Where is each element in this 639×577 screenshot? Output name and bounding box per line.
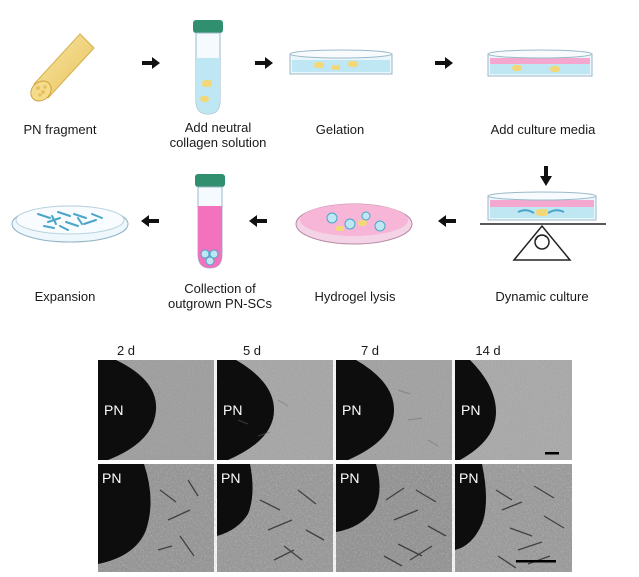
expansion-dish-icon <box>11 205 129 243</box>
dynamic-culture-rocker-icon <box>480 191 606 261</box>
step-label-add-culture-media: Add culture media <box>490 122 596 137</box>
arrow-right-icon <box>255 57 273 69</box>
step-label-collection: Collection of outgrown PN-SCs <box>167 281 273 311</box>
step-label-hydrogel-lysis: Hydrogel lysis <box>314 289 396 304</box>
collagen-tube-icon <box>193 20 223 115</box>
micrograph-grid <box>98 360 572 572</box>
arrow-left-icon <box>141 215 159 227</box>
arrow-left-icon <box>438 215 456 227</box>
pn-label: PN <box>459 470 479 486</box>
timepoint-label-7d: 7 d <box>360 343 380 358</box>
arrow-left-icon <box>249 215 267 227</box>
step-label-pn-fragment: PN fragment <box>23 122 97 137</box>
hydrogel-lysis-dish-icon <box>295 203 413 245</box>
arrow-right-icon <box>142 57 160 69</box>
step-label-dynamic-culture: Dynamic culture <box>495 289 589 304</box>
arrow-right-icon <box>435 57 453 69</box>
pn-label: PN <box>340 470 360 486</box>
pn-label: PN <box>461 402 481 418</box>
arrow-down-icon <box>540 166 552 186</box>
step-label-expansion: Expansion <box>34 289 96 304</box>
timepoint-label-14d: 14 d <box>475 343 501 358</box>
timepoint-label-5d: 5 d <box>242 343 262 358</box>
pn-label: PN <box>104 402 124 418</box>
step-label-add-collagen: Add neutral collagen solution <box>169 120 267 150</box>
pn-label: PN <box>102 470 122 486</box>
step-label-gelation: Gelation <box>315 122 365 137</box>
collection-tube-icon <box>195 174 225 269</box>
gelation-dish-icon <box>289 49 393 75</box>
pn-label: PN <box>221 470 241 486</box>
pn-fragment-icon <box>30 33 95 102</box>
timepoint-label-2d: 2 d <box>116 343 136 358</box>
media-dish-icon <box>487 49 593 77</box>
pn-label: PN <box>223 402 243 418</box>
pn-label: PN <box>342 402 362 418</box>
